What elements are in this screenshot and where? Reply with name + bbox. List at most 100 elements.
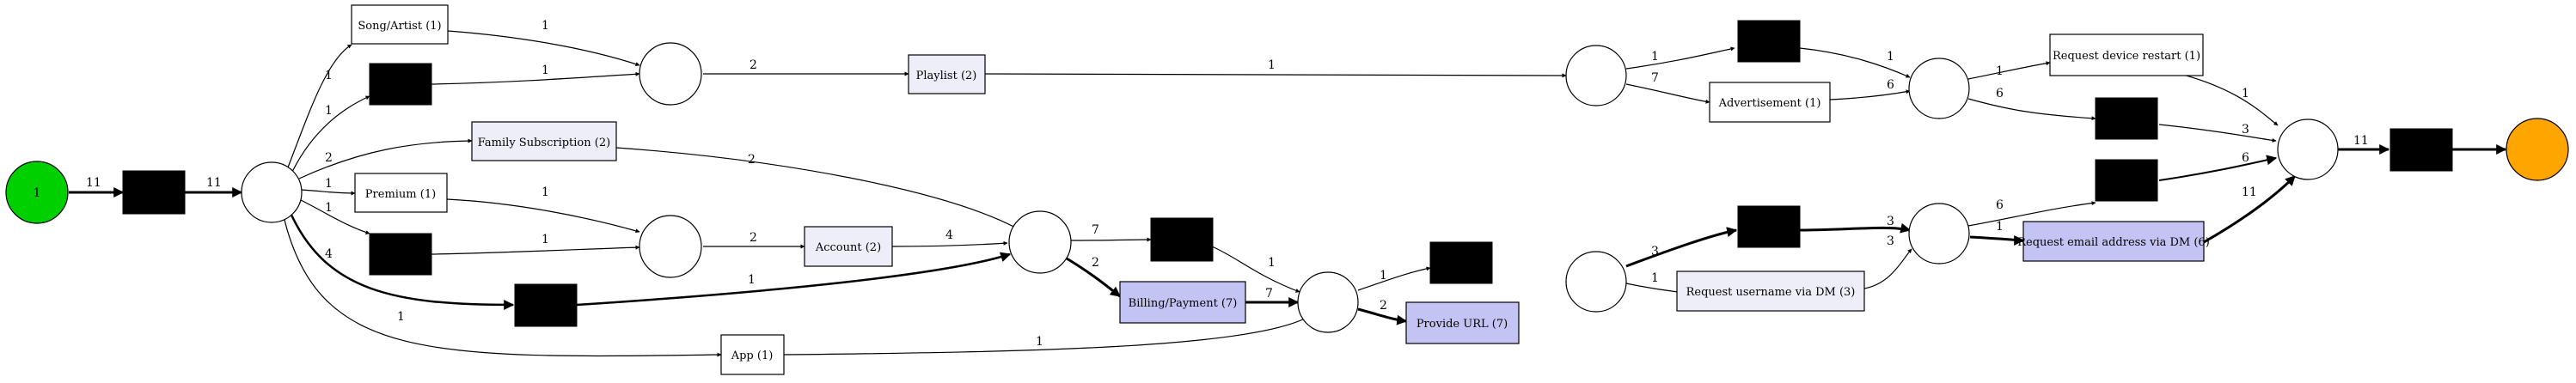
- arc: [446, 198, 640, 234]
- start-place[interactable]: [5, 161, 69, 224]
- arc: [615, 147, 1021, 231]
- transition-label: Playlist (2): [916, 70, 977, 82]
- arc-label: 4: [325, 247, 333, 261]
- arc-label: 3: [1887, 215, 1894, 228]
- place[interactable]: [1908, 58, 1970, 119]
- transition-billing-payment[interactable]: [1119, 281, 1246, 324]
- arc: [1211, 246, 1300, 293]
- start-token: 1: [34, 186, 41, 200]
- arc: [1967, 61, 2051, 80]
- place[interactable]: [639, 42, 702, 106]
- transition-request-device-restart[interactable]: [2049, 33, 2204, 76]
- arc-label: 2: [748, 153, 756, 167]
- arc-label: 3: [1887, 234, 1894, 248]
- arc: [1967, 201, 2096, 227]
- transition-family-subscription[interactable]: [471, 121, 617, 161]
- place[interactable]: [1565, 45, 1627, 106]
- arc-label: 3: [1651, 245, 1659, 258]
- arc: [298, 138, 473, 179]
- transition-label: Advertisement (1): [1718, 97, 1821, 110]
- arcs: 11 11 1 1 2 1 1 4 1 1 1 2 2: [69, 19, 2507, 357]
- transition-request-username[interactable]: [1676, 271, 1865, 312]
- transition-label: Song/Artist (1): [358, 20, 441, 33]
- transition-advertisement[interactable]: [1709, 82, 1831, 123]
- arc: [289, 212, 515, 310]
- transition-label: Request username via DM (3): [1686, 286, 1856, 299]
- transition-label: Request email address via DM (6): [2017, 236, 2210, 249]
- transition-provide-url[interactable]: [1405, 301, 1520, 344]
- arc-label: 2: [1092, 256, 1099, 270]
- arc-label: 1: [325, 177, 333, 191]
- arc: [1829, 89, 1911, 100]
- arc: [1625, 83, 1710, 104]
- arc-label: 1: [542, 19, 549, 33]
- transition-premium[interactable]: [354, 173, 448, 213]
- arc: [1062, 254, 1121, 298]
- arc: [1625, 227, 1738, 268]
- place[interactable]: [241, 161, 303, 223]
- arc: [1625, 46, 1735, 70]
- transition-app[interactable]: [720, 334, 785, 375]
- silent-transition[interactable]: [1150, 217, 1214, 262]
- transitions: Song/Artist (1) Family Subscription (2) …: [122, 4, 2453, 375]
- places: 1: [5, 42, 2569, 333]
- arc: [1969, 234, 2025, 246]
- place[interactable]: [1297, 271, 1359, 333]
- arc: [1967, 98, 2096, 121]
- arc: [2158, 155, 2278, 181]
- arc-label: 7: [1651, 71, 1659, 85]
- silent-transition[interactable]: [369, 63, 432, 106]
- arc: [287, 44, 352, 168]
- transition-label: Provide URL (7): [1416, 318, 1508, 331]
- silent-transition[interactable]: [2095, 159, 2158, 202]
- place[interactable]: [1908, 203, 1970, 264]
- arc-label: 1: [1036, 335, 1043, 349]
- arc: [447, 30, 640, 66]
- transition-song-artist[interactable]: [351, 4, 449, 45]
- arc-label: 2: [325, 151, 333, 165]
- transition-playlist[interactable]: [908, 54, 986, 94]
- transition-label: Family Subscription (2): [478, 137, 610, 149]
- arc: [783, 317, 1307, 356]
- arc-label: 1: [1996, 220, 2004, 234]
- arc: [2203, 174, 2297, 244]
- arc-label: 1: [2242, 87, 2249, 100]
- arc-label: 1: [1651, 271, 1659, 285]
- arc-label: 1: [325, 104, 333, 118]
- transition-account[interactable]: [804, 226, 893, 267]
- arc-label: 11: [86, 176, 101, 190]
- silent-transition[interactable]: [2389, 128, 2453, 172]
- place[interactable]: [2277, 119, 2339, 180]
- arc-label: 6: [1996, 87, 2004, 100]
- arc-label: 6: [1887, 78, 1894, 92]
- arc: [1357, 307, 1408, 325]
- silent-transition[interactable]: [1737, 20, 1801, 63]
- arc: [431, 71, 640, 85]
- silent-transition[interactable]: [122, 170, 186, 215]
- arc: [1799, 222, 1912, 234]
- silent-transition[interactable]: [1429, 241, 1493, 284]
- silent-transition[interactable]: [514, 283, 578, 327]
- silent-transition[interactable]: [369, 233, 432, 276]
- arc-label: 1: [1380, 269, 1387, 283]
- transition-request-email[interactable]: [2022, 221, 2205, 262]
- transition-label: Billing/Payment (7): [1129, 297, 1238, 310]
- silent-transition[interactable]: [2095, 97, 2158, 140]
- place[interactable]: [1008, 210, 1072, 274]
- arc-label: 1: [325, 201, 333, 215]
- arc: [1357, 266, 1431, 291]
- silent-transition[interactable]: [1737, 205, 1801, 248]
- arc-label: 1: [397, 310, 405, 324]
- end-place[interactable]: [2506, 118, 2569, 181]
- arc-label: 1: [1268, 58, 1276, 72]
- arc-label: 7: [1265, 287, 1273, 301]
- place[interactable]: [1565, 251, 1627, 313]
- arc-label: 3: [2242, 123, 2249, 137]
- arc-label: 1: [542, 233, 549, 246]
- arc: [283, 216, 722, 357]
- arc: [298, 198, 370, 234]
- place[interactable]: [639, 215, 702, 278]
- arc-label: 2: [1380, 299, 1387, 313]
- arc: [576, 252, 1012, 307]
